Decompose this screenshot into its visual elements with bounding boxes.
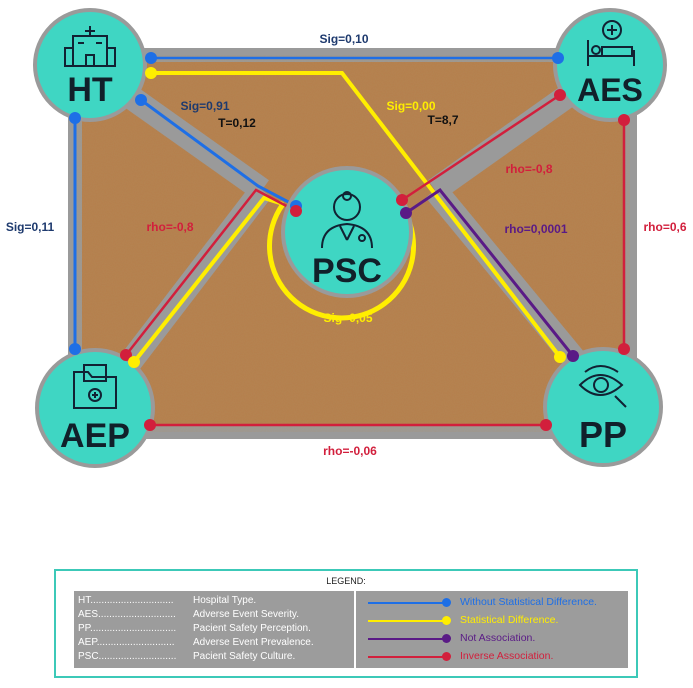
edge-ht-psc	[140, 98, 297, 208]
label-ht-psc-sig: Sig=0,91	[180, 99, 229, 113]
node-aes-circle	[553, 8, 667, 122]
dot-ht-aes-start	[145, 52, 157, 64]
legend-abbr-value: Pacient Safety Perception.	[193, 623, 311, 634]
legend-abbr-value: Hospital Type.	[193, 595, 257, 606]
dot-ht-aes-end	[552, 52, 564, 64]
legend-line-swatch	[368, 638, 446, 640]
hospital-bed-icon	[587, 20, 635, 66]
label-ht-pp-t: T=8,7	[427, 113, 458, 127]
legend-abbr-row: HT.............................. Hospital…	[78, 595, 256, 609]
legend-line-row-blue: Without Statistical Difference.	[368, 596, 623, 610]
dot-ht-aep-start	[69, 112, 81, 124]
dot-ht-pp-start	[145, 67, 157, 79]
edge-ht-pp	[151, 71, 562, 359]
doctor-icon	[321, 191, 373, 249]
legend-abbr-key: AES............................	[78, 609, 176, 620]
node-psc-circle	[281, 166, 413, 298]
dot-aes-pp-start	[618, 114, 630, 126]
legend-line-label: Without Statistical Difference.	[460, 596, 597, 608]
node-psc-label: PSC	[312, 252, 382, 290]
edge-psc-aep-red	[125, 188, 297, 356]
legend-abbr-value: Adverse Event Severity.	[193, 609, 299, 620]
node-pp-circle	[543, 347, 663, 467]
legend-line-dot	[442, 598, 451, 607]
legend-abbr-row: PSC............................ Pacient S…	[78, 651, 295, 665]
dot-aes-pp-end	[618, 343, 630, 355]
node-pp-label: PP	[579, 414, 627, 455]
legend-line-label: Statistical Difference.	[460, 614, 559, 626]
legend-line-swatch	[368, 656, 446, 658]
legend-abbreviations: HT.............................. Hospital…	[74, 591, 354, 668]
medical-folder-icon	[73, 364, 117, 409]
hospital-building-icon	[64, 26, 116, 67]
dot-aep-pp-start	[144, 419, 156, 431]
node-ht-label: HT	[67, 71, 113, 109]
legend-line-label: Not Association.	[460, 632, 536, 644]
label-aes-pp: rho=0,6	[643, 220, 686, 234]
label-ht-pp-sig: Sig=0,00	[386, 99, 435, 113]
legend-line-swatch	[368, 602, 446, 604]
label-ht-psc-t: T=0,12	[218, 116, 256, 130]
eye-magnifier-icon	[578, 365, 627, 408]
legend-line-dot	[442, 616, 451, 625]
node-aes-label: AES	[577, 72, 643, 108]
dot-ht-pp-end	[554, 351, 566, 363]
dot-ht-aep-end	[69, 343, 81, 355]
legend-line-label: Inverse Association.	[460, 650, 554, 662]
label-psc-aep: rho=-0,8	[146, 220, 193, 234]
legend-line-dot	[442, 652, 451, 661]
band-psc-aep	[108, 182, 272, 386]
relationship-diagram: HT AES PSC AEP PP Sig=0,10 Sig=0,11 Sig=…	[6, 8, 687, 468]
node-aep-label: AEP	[60, 417, 130, 455]
legend-line-dot	[442, 634, 451, 643]
label-psc-pp: rho=0,0001	[504, 222, 567, 236]
legend-title: LEGEND:	[326, 576, 366, 586]
legend-line-row-red: Inverse Association.	[368, 650, 623, 664]
dot-psc-aep-yellow-end	[128, 356, 140, 368]
legend-line-types: Without Statistical Difference. Statisti…	[356, 591, 628, 668]
label-aep-pp: rho=-0,06	[323, 444, 377, 458]
legend-line-swatch	[368, 620, 446, 622]
dot-aep-pp-end	[540, 419, 552, 431]
legend-abbr-key: PSC............................	[78, 651, 177, 662]
legend: LEGEND: HT..............................…	[54, 569, 638, 678]
dot-psc-aep-red-end	[120, 349, 132, 361]
legend-abbr-row: AEP............................ Adverse E…	[78, 637, 314, 651]
dot-psc-pp-end	[567, 350, 579, 362]
legend-abbr-row: PP............................... Pacient…	[78, 623, 311, 637]
legend-line-row-yellow: Statistical Difference.	[368, 614, 623, 628]
dot-ht-psc-start	[135, 94, 147, 106]
legend-abbr-row: AES............................ Adverse E…	[78, 609, 299, 623]
legend-line-row-purple: Not Association.	[368, 632, 623, 646]
psc-ring-yellow	[267, 202, 417, 321]
legend-abbr-value: Adverse Event Prevalence.	[193, 637, 314, 648]
legend-abbr-key: PP...............................	[78, 623, 177, 634]
dot-aes-psc-start	[554, 89, 566, 101]
label-ht-aep: Sig=0,11	[6, 220, 55, 234]
label-ht-aes: Sig=0,10	[319, 32, 368, 46]
dot-aes-psc-end	[396, 194, 408, 206]
legend-abbr-value: Pacient Safety Culture.	[193, 651, 296, 662]
dot-psc-aep-red-start	[290, 205, 302, 217]
endpoint-dots	[69, 52, 630, 431]
legend-abbr-key: HT..............................	[78, 595, 174, 606]
dot-psc-pp-start	[400, 207, 412, 219]
edge-psc-pp	[405, 187, 575, 357]
edge-aes-psc	[401, 93, 561, 202]
label-aes-psc: rho=-0,8	[505, 162, 552, 176]
legend-abbr-key: AEP............................	[78, 637, 175, 648]
label-psc-aep-sig: Sig=0,05	[323, 311, 372, 325]
